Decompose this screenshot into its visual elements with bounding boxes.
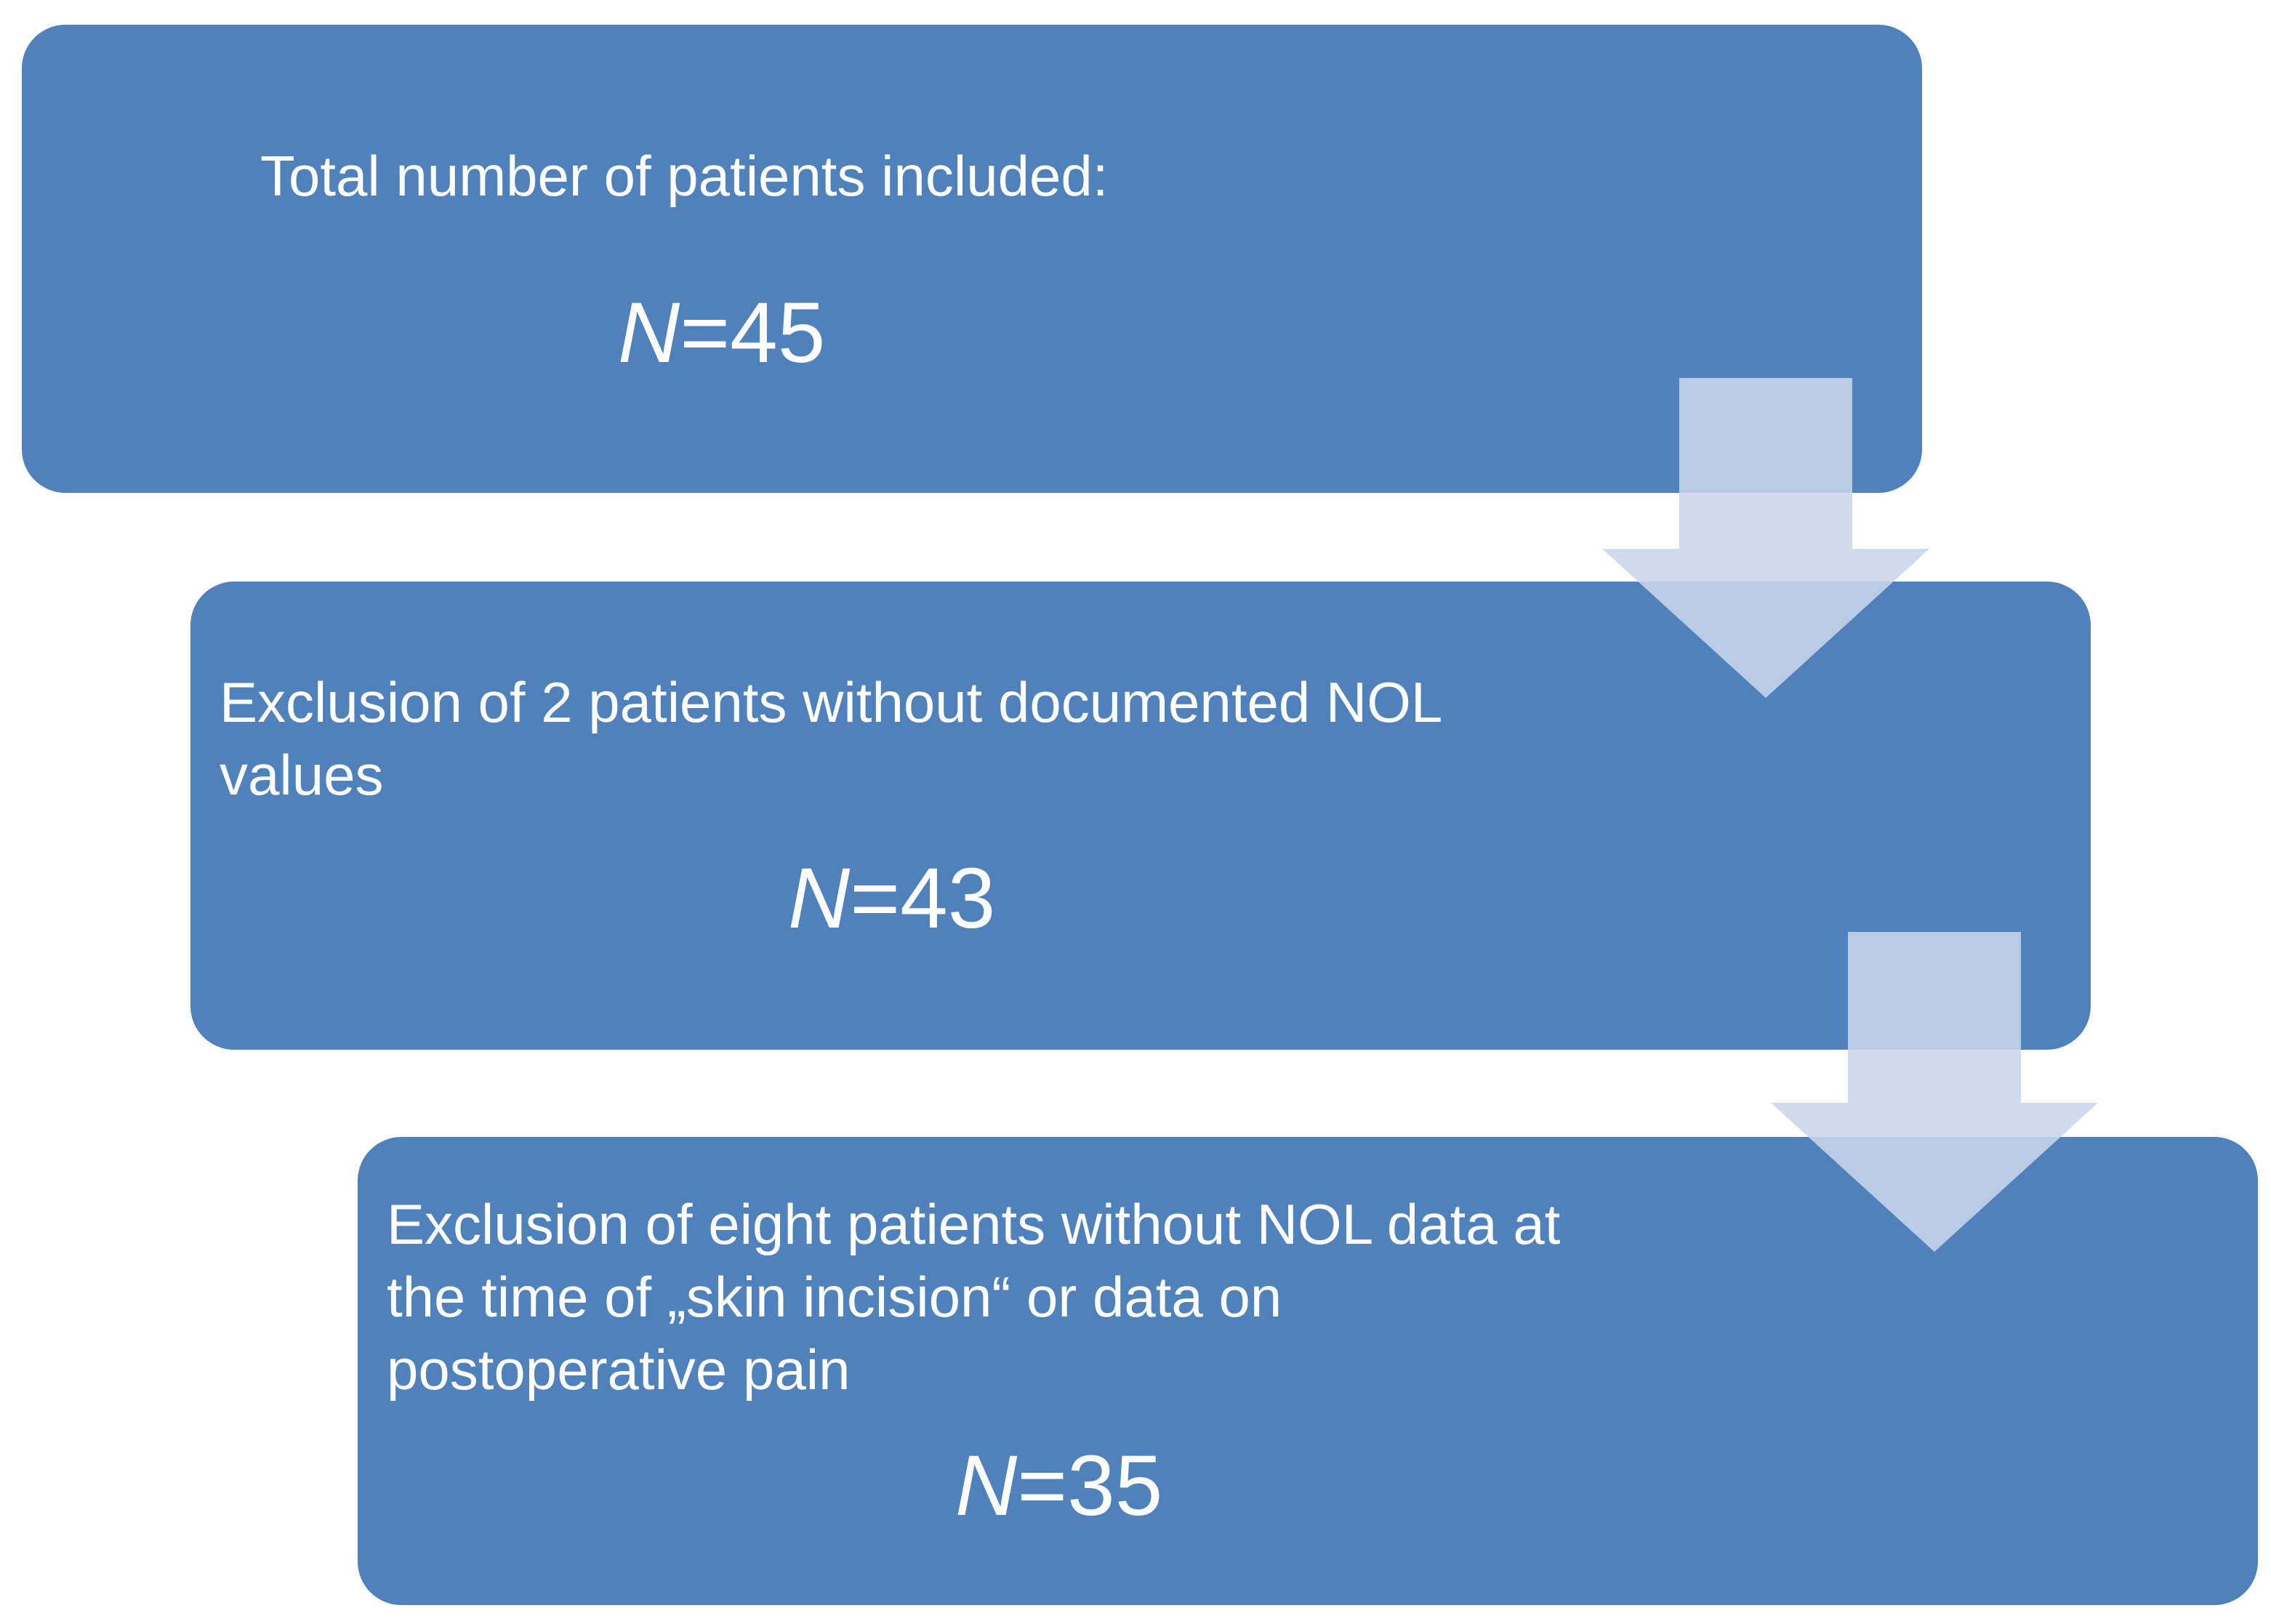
step-count: N=35 [955, 1435, 1162, 1537]
down-arrow-icon [1771, 932, 2098, 1252]
step-count-value: =43 [850, 851, 996, 946]
step-description: Exclusion of 2 patients without document… [220, 670, 1443, 807]
step-count-value: =35 [1017, 1438, 1163, 1534]
step-description: Exclusion of eight patients without NOL … [387, 1192, 1561, 1402]
step-count: N=43 [788, 848, 995, 949]
step-count-value: =45 [680, 285, 826, 381]
step-count-variable: N [788, 851, 851, 946]
flow-step-total: Total number of patients included: N=45 [22, 25, 1922, 493]
down-arrow-icon [1602, 378, 1929, 698]
step-count-variable: N [618, 285, 680, 381]
step-description: Total number of patients included: [260, 144, 1109, 208]
step-count: N=45 [618, 282, 825, 384]
step-count-variable: N [955, 1438, 1018, 1534]
